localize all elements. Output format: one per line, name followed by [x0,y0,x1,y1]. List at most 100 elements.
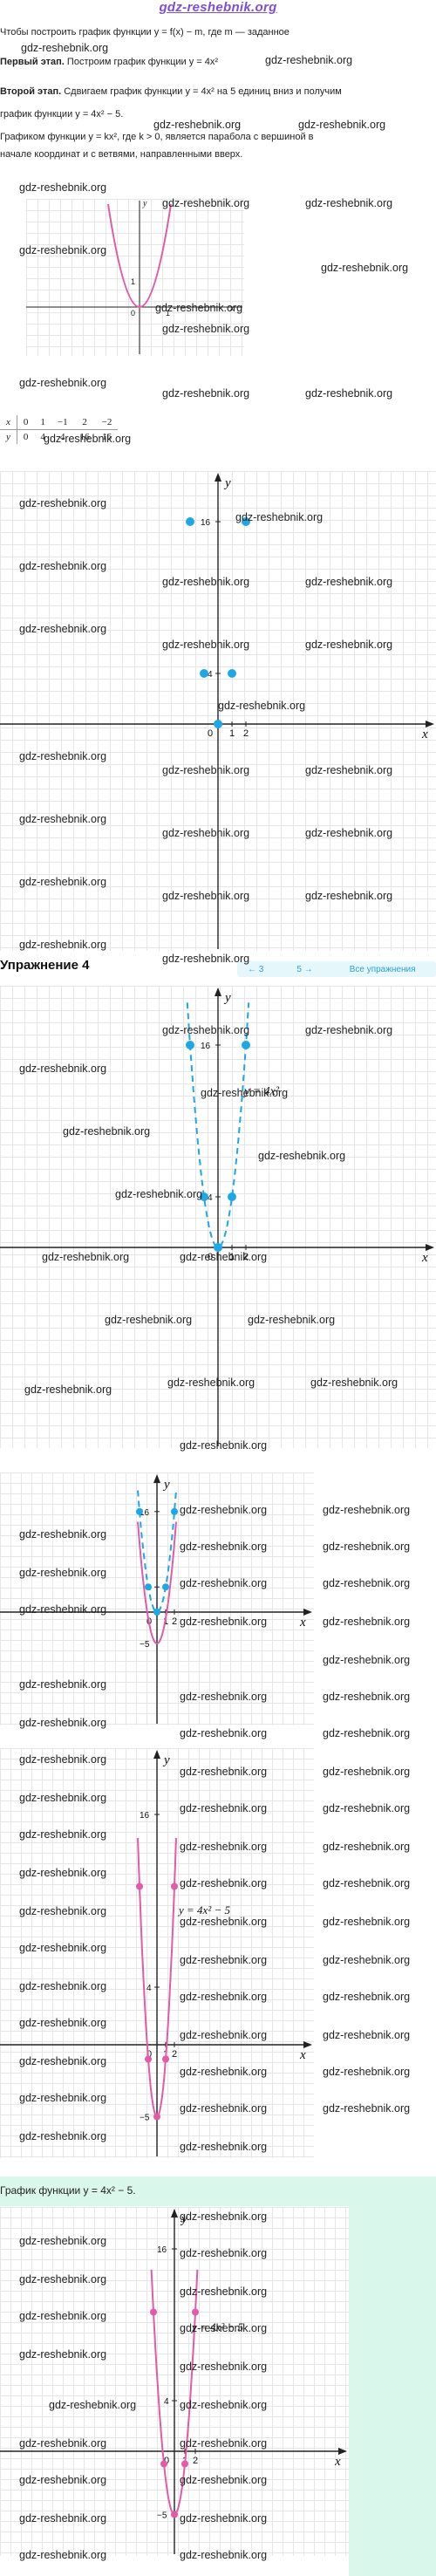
table-row: x 0 1 −1 2 −2 [0,415,119,430]
watermark: gdz-reshebnik.org [19,2092,107,2104]
watermark: gdz-reshebnik.org [180,2286,268,2298]
table-cell: −2 [95,415,119,430]
watermark: gdz-reshebnik.org [180,2549,268,2561]
watermark: gdz-reshebnik.org [323,1616,411,1628]
function-label-1: y = 4x² [242,1085,280,1098]
y-axis-label: y [143,199,147,208]
watermark: gdz-reshebnik.org [19,2017,107,2029]
data-point [153,1609,160,1616]
y-axis-label: y [162,1753,170,1767]
intro-step-2: Второй этап. Сдвигаем график функции y =… [0,84,436,100]
watermark: gdz-reshebnik.org [19,497,107,509]
step-2-label: Второй этап. [0,86,62,97]
watermark: gdz-reshebnik.org [180,1251,268,1263]
watermark: gdz-reshebnik.org [19,1753,107,1766]
shifted-point [136,1882,143,1890]
watermark: gdz-reshebnik.org [305,197,393,209]
watermark: gdz-reshebnik.org [305,576,393,588]
watermark: gdz-reshebnik.org [19,1867,107,1879]
x-axis-label: x [421,1251,428,1265]
x-tick-2: 2 [243,728,249,739]
watermark: gdz-reshebnik.org [19,1063,107,1075]
watermark: gdz-reshebnik.org [115,1188,203,1200]
watermark: gdz-reshebnik.org [265,54,353,66]
watermark: gdz-reshebnik.org [44,433,132,445]
final-caption: График функции y = 4x² − 5. [0,2184,136,2197]
watermark: gdz-reshebnik.org [19,181,107,194]
watermark: gdz-reshebnik.org [21,42,109,54]
watermark: gdz-reshebnik.org [305,1024,393,1036]
site-logo[interactable]: gdz-reshebnik.org [159,0,277,15]
watermark: gdz-reshebnik.org [180,2474,268,2486]
watermark: gdz-reshebnik.org [162,890,250,902]
origin-label: 0 [208,1252,213,1262]
watermark: gdz-reshebnik.org [180,2210,268,2223]
watermark: gdz-reshebnik.org [180,2437,268,2450]
watermark: gdz-reshebnik.org [305,890,393,902]
table-cell: −1 [51,415,74,430]
y-axis-arrow [215,987,221,996]
watermark: gdz-reshebnik.org [162,197,250,209]
watermark: gdz-reshebnik.org [180,2029,268,2041]
watermark: gdz-reshebnik.org [19,2310,107,2322]
next-exercise-link[interactable]: 5 → [296,964,313,974]
y-axis-label: y [162,1478,170,1492]
watermark: gdz-reshebnik.org [323,1954,411,1966]
watermark: gdz-reshebnik.org [180,2322,268,2334]
sketch-graph: x y 0 1 1 [26,199,244,356]
intro-para-2a: Графиком функции y = kx², где k > 0, явл… [0,132,314,142]
shifted-point [181,2460,188,2468]
exercise-navigation: ← 3 5 → Все упражнения [237,961,436,977]
shifted-point [145,2055,152,2063]
watermark: gdz-reshebnik.org [180,1577,268,1589]
watermark: gdz-reshebnik.org [258,1150,346,1162]
watermark: gdz-reshebnik.org [162,827,250,839]
watermark: gdz-reshebnik.org [162,953,250,965]
watermark: gdz-reshebnik.org [162,1024,250,1036]
x-tick-2: 2 [172,2049,177,2060]
watermark: gdz-reshebnik.org [162,387,250,400]
y-tick-16: 16 [157,2245,167,2255]
parabola-curve [107,203,172,308]
origin-label: 0 [146,2049,152,2060]
step-2-text: Сдвигаем график функции y = 4x² на 5 еди… [64,86,342,97]
watermark: gdz-reshebnik.org [180,2066,268,2078]
y-tick-16: 16 [140,1508,150,1518]
x-axis-arrow [426,1244,434,1251]
watermark: gdz-reshebnik.org [323,1504,411,1516]
shifted-point [192,2308,199,2316]
x-axis-label: x [421,728,428,741]
data-point [171,1507,178,1515]
all-exercises-link[interactable]: Все упражнения [349,964,416,974]
watermark: gdz-reshebnik.org [323,2066,411,2078]
watermark: gdz-reshebnik.org [321,262,409,274]
table-cell: 16 [79,432,90,442]
table-cell: 4 [40,432,45,442]
shifted-point [162,2055,169,2063]
intro-para-2b: начале координат и с ветвями, направленн… [0,149,243,160]
x-axis-arrow [303,2041,312,2048]
data-point [214,1243,222,1252]
watermark: gdz-reshebnik.org [180,1916,268,1928]
x-axis-arrow [338,2448,347,2455]
parabola-dashed [186,1002,250,1249]
watermark: gdz-reshebnik.org [19,876,107,888]
watermark: gdz-reshebnik.org [19,1603,107,1616]
watermark: gdz-reshebnik.org [180,2361,268,2373]
prev-exercise-link[interactable]: ← 3 [248,964,264,974]
watermark: gdz-reshebnik.org [162,323,250,335]
shifted-point [171,2511,178,2518]
watermark: gdz-reshebnik.org [49,2399,137,2411]
y-axis-arrow [215,473,221,482]
watermark: gdz-reshebnik.org [19,1828,107,1841]
data-point [186,517,194,526]
parabola-shifted [137,1521,177,1645]
watermark: gdz-reshebnik.org [180,1691,268,1703]
shifted-point [171,1882,178,1890]
data-point [200,669,208,678]
watermark: gdz-reshebnik.org [180,1541,268,1553]
watermark: gdz-reshebnik.org [323,1877,411,1889]
watermark: gdz-reshebnik.org [323,1916,411,1928]
